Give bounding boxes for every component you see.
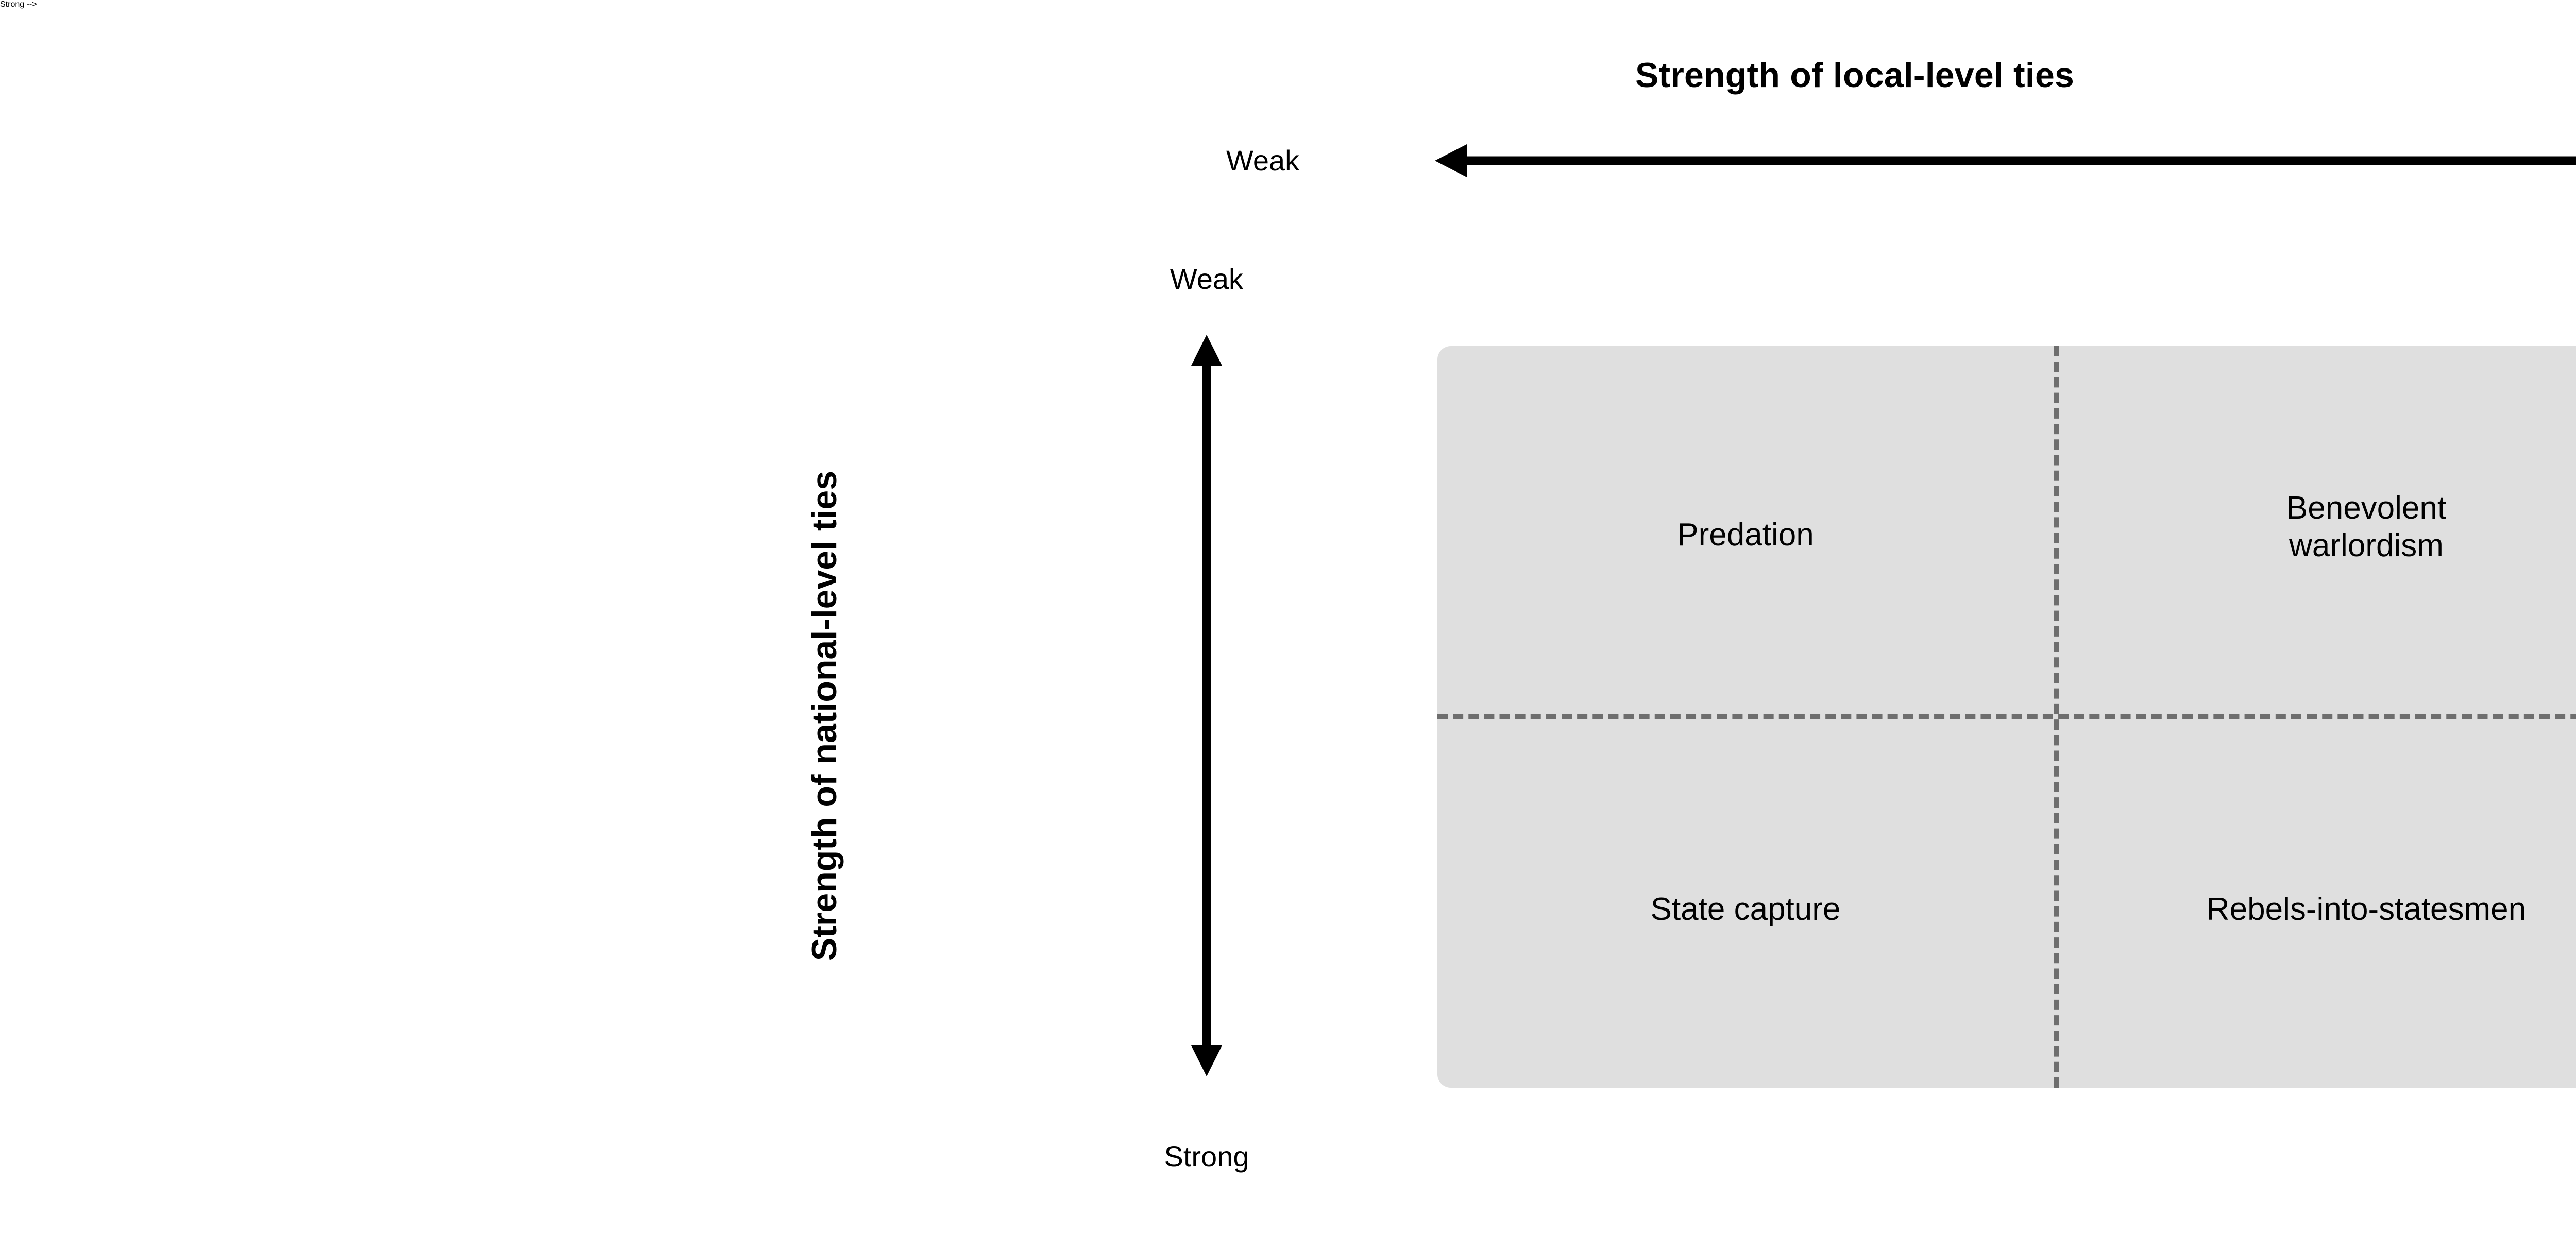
- horizontal-double-arrow-icon: [1435, 144, 2576, 177]
- y-axis-title: Strength of national-level ties: [805, 470, 844, 962]
- x-axis-low-label: Weak: [1226, 144, 1300, 177]
- horizontal-divider: [1437, 714, 2576, 719]
- x-axis-title: Strength of local-level ties: [1635, 56, 2074, 95]
- x-axis: Weak Strong: [1226, 140, 2576, 181]
- quadrant-label-top-right: Benevolent warlordism: [2286, 490, 2447, 564]
- vertical-double-arrow-icon: [1191, 335, 1222, 1076]
- y-axis-high-label: Strong: [1164, 1140, 1249, 1173]
- quadrant-panel: Predation Benevolent warlordism State ca…: [1437, 346, 2576, 1088]
- quadrant-label-bottom-right: Rebels-into-statesmen: [2206, 891, 2527, 927]
- quadrant-label-bottom-left: State capture: [1650, 891, 1841, 927]
- y-axis-low-label: Weak: [1170, 263, 1244, 295]
- quadrant-label-top-left: Predation: [1677, 517, 1814, 553]
